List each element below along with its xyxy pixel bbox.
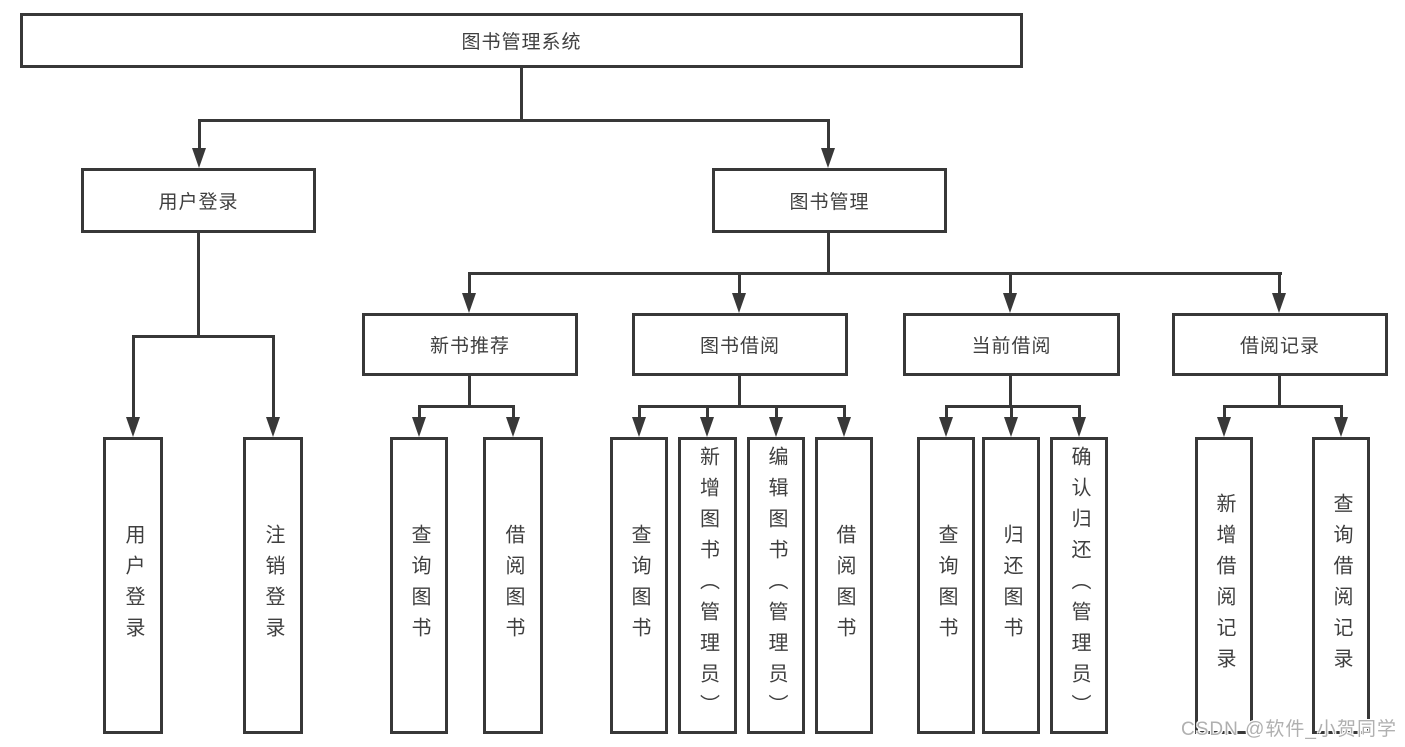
leaf-borrow-books-recommend-label: 借阅图书 [502,523,524,648]
arrowhead-down-icon [192,148,206,168]
connector-drop [1223,405,1226,419]
leaf-query-books-current: 查询图书 [917,437,975,734]
connector-stem-book-borrow [738,376,741,408]
arrowhead-down-icon [1272,293,1286,313]
node-root-system: 图书管理系统 [20,13,1023,68]
connector-drop [132,335,135,418]
arrowhead-down-icon [506,417,520,437]
leaf-borrow-books: 借阅图书 [815,437,873,734]
arrowhead-down-icon [1334,417,1348,437]
leaf-edit-books-admin: 编辑图书（管理员） [747,437,805,734]
connector-stem-user-login [197,233,200,338]
leaf-user-login-label: 用户登录 [122,523,144,648]
connector-drop [1010,405,1013,419]
leaf-edit-books-admin-label: 编辑图书（管理员） [765,446,787,725]
connector-drop [945,405,948,419]
node-root-label: 图书管理系统 [461,32,582,53]
node-book-management: 图书管理 [712,168,947,233]
node-current-borrow-label: 当前借阅 [971,336,1052,357]
leaf-return-books: 归还图书 [982,437,1040,734]
leaf-logout: 注销登录 [243,437,303,734]
arrowhead-down-icon [821,148,835,168]
arrowhead-down-icon [1003,293,1017,313]
node-new-book-recommend-label: 新书推荐 [429,336,510,357]
node-book-management-label: 图书管理 [789,192,870,213]
leaf-borrow-books-recommend: 借阅图书 [483,437,543,734]
connector-stem-root [520,68,523,122]
leaf-borrow-books-label: 借阅图书 [833,523,855,648]
connector-drop [512,405,515,419]
node-user-login: 用户登录 [81,168,316,233]
connector-rail-level2 [198,119,830,122]
connector-rail-borrow-records-children [1223,405,1343,408]
arrowhead-down-icon [1004,417,1018,437]
node-borrow-records-label: 借阅记录 [1239,336,1320,357]
arrowhead-down-icon [632,417,646,437]
arrowhead-down-icon [732,293,746,313]
leaf-add-books-admin-label: 新增图书（管理员） [696,446,719,725]
connector-drop [468,272,471,295]
node-book-borrow-label: 图书借阅 [699,336,780,357]
connector-rail-level3 [469,272,1282,275]
leaf-query-books-borrow-label: 查询图书 [628,523,650,648]
connector-drop [1009,272,1012,295]
connector-drop [418,405,421,419]
arrowhead-down-icon [462,293,476,313]
arrowhead-down-icon [837,417,851,437]
leaf-query-books-recommend: 查询图书 [390,437,448,734]
leaf-query-borrow-record-label: 查询借阅记录 [1330,492,1352,679]
node-user-login-label: 用户登录 [158,192,239,213]
connector-drop [1078,405,1081,419]
connector-rail-current-borrow-children [945,405,1081,408]
arrowhead-down-icon [412,417,426,437]
connector-drop [843,405,846,419]
connector-drop [272,335,275,418]
leaf-query-books-current-label: 查询图书 [935,523,957,648]
connector-drop [638,405,641,419]
connector-rail-user-login-children [132,335,275,338]
arrowhead-down-icon [700,417,714,437]
leaf-confirm-return-admin-label: 确认归还（管理员） [1068,446,1090,725]
connector-stem-borrow-records [1278,376,1281,408]
connector-drop [1278,272,1281,295]
csdn-watermark: CSDN @软件_小贺同学 [1181,719,1397,740]
connector-rail-new-book-children [418,405,515,408]
arrowhead-down-icon [1072,417,1086,437]
connector-stem-new-book [468,376,471,408]
connector-drop [738,272,741,295]
node-book-borrow: 图书借阅 [632,313,848,376]
leaf-return-books-label: 归还图书 [1000,523,1022,648]
leaf-query-borrow-record: 查询借阅记录 [1312,437,1370,734]
leaf-query-books-recommend-label: 查询图书 [408,523,430,648]
arrowhead-down-icon [769,417,783,437]
connector-drop [198,119,201,150]
connector-drop [827,119,830,150]
arrowhead-down-icon [126,417,140,437]
connector-drop [775,405,778,419]
leaf-user-login: 用户登录 [103,437,163,734]
connector-drop [1340,405,1343,419]
connector-stem-current-borrow [1009,376,1012,408]
node-current-borrow: 当前借阅 [903,313,1120,376]
arrowhead-down-icon [1217,417,1231,437]
node-new-book-recommend: 新书推荐 [362,313,578,376]
leaf-logout-label: 注销登录 [262,523,284,648]
leaf-add-books-admin: 新增图书（管理员） [678,437,737,734]
leaf-query-books-borrow: 查询图书 [610,437,668,734]
node-borrow-records: 借阅记录 [1172,313,1388,376]
arrowhead-down-icon [266,417,280,437]
leaf-add-borrow-record: 新增借阅记录 [1195,437,1253,734]
connector-drop [706,405,709,419]
arrowhead-down-icon [939,417,953,437]
leaf-add-borrow-record-label: 新增借阅记录 [1213,492,1235,679]
leaf-confirm-return-admin: 确认归还（管理员） [1050,437,1108,734]
connector-rail-book-borrow-children [638,405,846,408]
connector-stem-book-management [827,233,830,275]
